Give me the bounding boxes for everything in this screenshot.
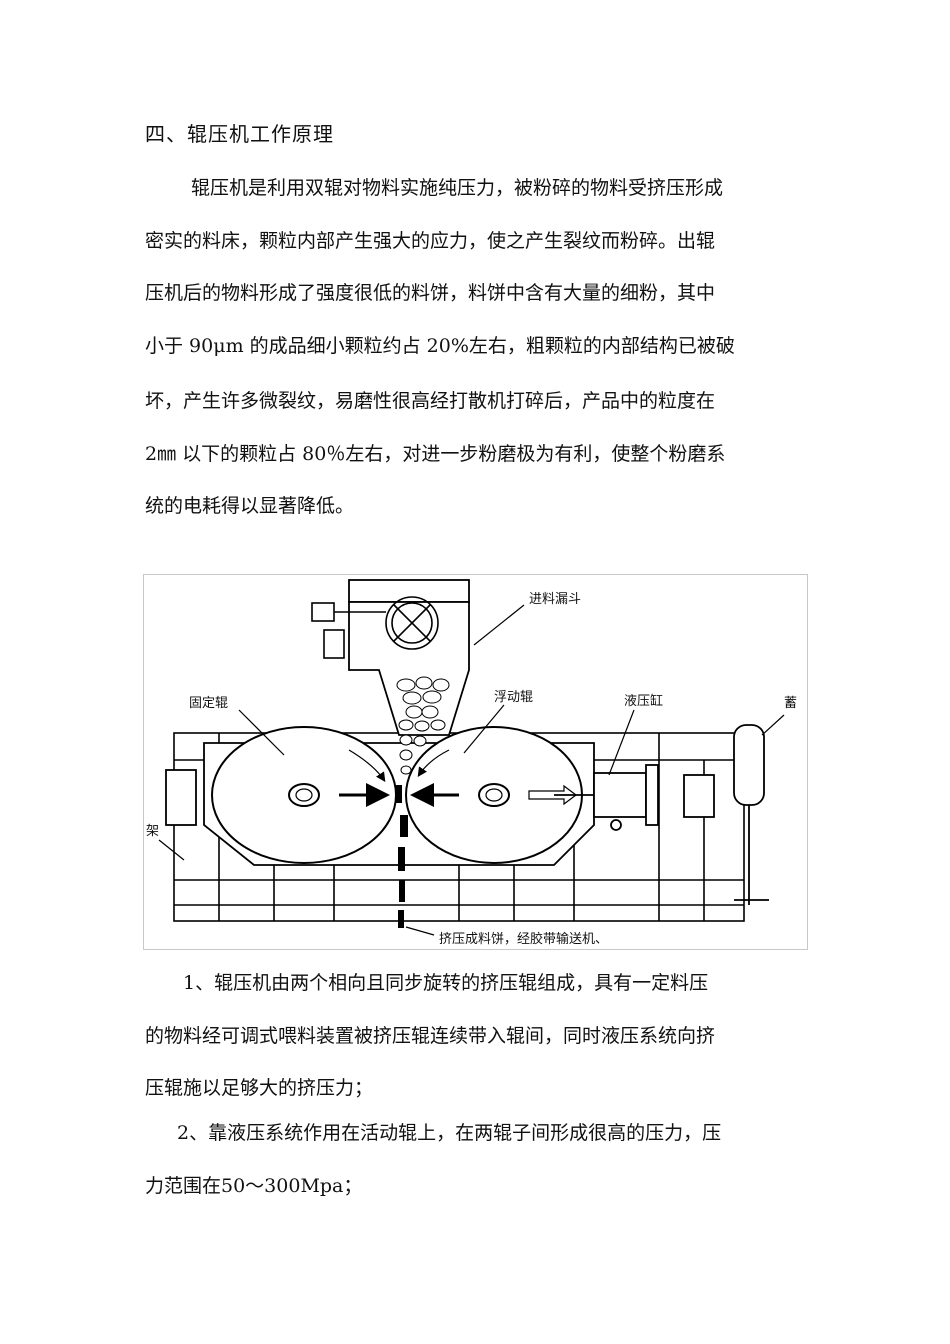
intro-line: 统的电耗得以显著降低。 bbox=[145, 495, 355, 517]
label-output: 挤压成料饼，经胶带输送机、 bbox=[439, 931, 608, 947]
intro-line: 压机后的物料形成了强度很低的料饼，料饼中含有大量的细粉，其中 bbox=[145, 282, 716, 304]
label-frame: 架 bbox=[146, 824, 159, 839]
accumulator bbox=[733, 724, 769, 905]
fixed-roll bbox=[211, 726, 397, 864]
compressed-cake bbox=[396, 785, 408, 928]
item-line: 压辊施以足够大的挤压力； bbox=[145, 1077, 374, 1099]
list-item: 2、靠液压系统作用在活动辊上，在两辊子间形成很高的压力，压 力范围在50～300… bbox=[145, 1107, 810, 1212]
left-bearing-block bbox=[165, 769, 197, 826]
item-line: 力范围在50～300Mpa； bbox=[145, 1174, 363, 1197]
label-cylinder: 液压缸 bbox=[624, 693, 663, 709]
material-pebbles bbox=[396, 676, 450, 775]
item-line: 的物料经可调式喂料装置被挤压辊连续带入辊间，同时液压系统向挤 bbox=[145, 1024, 716, 1047]
hydraulic-cylinder bbox=[554, 764, 715, 831]
intro-line: 密实的料床，颗粒内部产生强大的应力，使之产生裂纹而粉碎。出辊 bbox=[145, 229, 716, 252]
label-fixed-roll: 固定辊 bbox=[189, 696, 228, 711]
intro-paragraph: 辊压机是利用双辊对物料实施纯压力，被粉碎的物料受挤压形成 密实的料床，颗粒内部产… bbox=[145, 162, 810, 533]
list-item: 1、辊压机由两个相向且同步旋转的挤压辊组成，具有一定料压 的物料经可调式喂料装置… bbox=[145, 957, 810, 1115]
section-heading: 四、辊压机工作原理 bbox=[145, 122, 334, 146]
intro-line: 小于 90μm 的成品细小颗粒约占 20%左右，粗颗粒的内部结构已被破 bbox=[145, 334, 735, 357]
intro-line: 2㎜ 以下的颗粒占 80％左右，对进一步粉磨极为有利，使整个粉磨系 bbox=[145, 442, 726, 465]
intro-line: 辊压机是利用双辊对物料实施纯压力，被粉碎的物料受挤压形成 bbox=[191, 177, 724, 199]
label-accumulator: 蓄 bbox=[784, 696, 797, 711]
item-line: 1、辊压机由两个相向且同步旋转的挤压辊组成，具有一定料压 bbox=[183, 972, 709, 994]
roller-press-diagram: 进料漏斗 固定辊 浮动辊 液压缸 蓄 架 挤压成料饼，经胶带输送机、 bbox=[143, 574, 808, 950]
feed-hopper bbox=[348, 579, 470, 736]
floating-roll bbox=[405, 726, 583, 864]
label-floating-roll: 浮动辊 bbox=[494, 690, 533, 705]
handwheel bbox=[311, 596, 439, 659]
intro-line: 坏，产生许多微裂纹，易磨性很高经打散机打碎后，产品中的粒度在 bbox=[145, 390, 716, 412]
diagram-svg: 进料漏斗 固定辊 浮动辊 液压缸 蓄 架 挤压成料饼，经胶带输送机、 bbox=[146, 579, 797, 947]
label-hopper: 进料漏斗 bbox=[529, 591, 581, 607]
item-line: 2、靠液压系统作用在活动辊上，在两辊子间形成很高的压力，压 bbox=[177, 1122, 722, 1144]
